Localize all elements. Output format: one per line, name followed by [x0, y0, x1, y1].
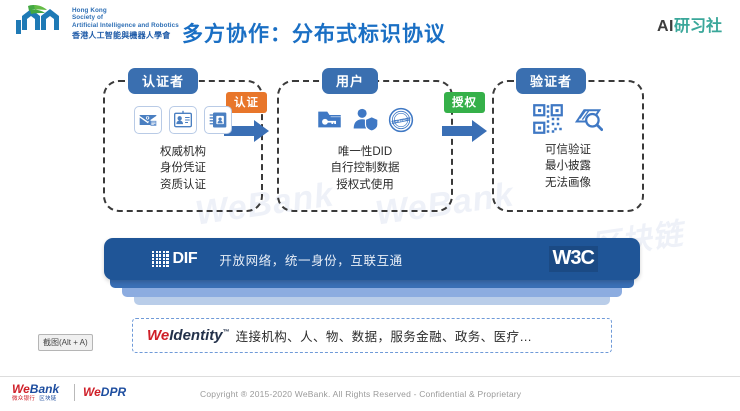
wedpr-logo-we: We: [83, 385, 101, 399]
ai-yanxishe-logo: AI研习社: [657, 12, 722, 36]
dif-logo: DIF: [152, 250, 198, 268]
panel-verifier-line-2: 最小披露: [545, 160, 591, 173]
panel-certifier-label: 认证者: [128, 68, 199, 94]
webank-wordmark: WeBank: [12, 383, 59, 395]
webank-logo-we: We: [12, 382, 30, 396]
arrow-authorize: [442, 118, 488, 149]
footer-divider: [74, 384, 75, 401]
copyright-text: Copyright ® 2015-2020 WeBank. All Rights…: [200, 389, 522, 399]
dif-wordmark: DIF: [172, 250, 198, 267]
wedpr-logo-dpr: DPR: [100, 385, 127, 399]
slide-footer: WeBank 微众银行区块链 WeDPR Copyright ® 2015-20…: [0, 376, 740, 411]
weidentity-trademark: ™: [222, 329, 230, 336]
ai-logo-cn: 研习社: [673, 18, 722, 35]
panel-verifier-line-1: 可信验证: [545, 144, 591, 156]
panel-user-line-1: 唯一性DID: [337, 146, 393, 158]
panel-user-label: 用户: [322, 68, 379, 94]
panel-verifier-icons: [492, 104, 644, 134]
weidentity-bar: WeIdentity™ 连接机构、人、物、数据，服务金融、政务、医疗…: [132, 318, 612, 353]
id-badge-icon: [169, 106, 197, 134]
hksair-en-line-3: Artificial Intelligence and Robotics: [72, 21, 179, 29]
dif-platform-bar: DIF 开放网络，统一身份，互联互通 W3C: [104, 238, 640, 280]
weidentity-tagline: 连接机构、人、物、数据，服务金融、政务、医疗…: [235, 330, 533, 344]
arrow-certify: [224, 118, 270, 149]
w3c-logo: W3C: [548, 246, 598, 272]
stack-layer-1: [110, 279, 634, 288]
svg-text:CERTIFIED: CERTIFIED: [391, 116, 411, 124]
webank-logo-bank: Bank: [29, 382, 60, 396]
panel-verifier-label: 验证者: [516, 68, 587, 94]
panel-user-line-3: 授权式使用: [336, 178, 394, 191]
panel-certifier-icons: [103, 106, 263, 134]
webank-subtitle: 微众银行区块链: [12, 396, 59, 403]
panel-certifier-line-2: 身份凭证: [160, 162, 206, 175]
stack-layer-2: [122, 288, 622, 297]
wedpr-logo: WeDPR: [83, 385, 126, 399]
mail-envelope-icon: [134, 106, 162, 134]
weidentity-logo-identity: Identity: [169, 327, 223, 344]
panel-user-line-2: 自行控制数据: [330, 162, 400, 175]
panel-certifier-line-3: 资质认证: [160, 178, 206, 191]
dif-dot-grid-icon: [152, 250, 169, 268]
panel-certifier-text: 权威机构 身份凭证 资质认证: [103, 144, 263, 193]
webank-subtitle-cn2: 区块链: [39, 396, 57, 402]
page-title: 多方协作：分布式标识协议: [182, 23, 446, 46]
card-magnifier-icon: [573, 104, 603, 134]
webank-subtitle-cn: 微众银行: [12, 396, 36, 402]
panel-user-text: 唯一性DID 自行控制数据 授权式使用: [277, 144, 453, 193]
panel-verifier-text: 可信验证 最小披露 无法画像: [492, 142, 644, 191]
ai-logo-latin: AI: [656, 18, 674, 35]
stack-layer-3: [134, 297, 610, 305]
panel-verifier-line-3: 无法画像: [545, 176, 591, 189]
weidentity-logo: WeIdentity™: [147, 327, 230, 344]
slide-header: Hong Kong Society of Artificial Intellig…: [0, 0, 740, 58]
qr-code-icon: [533, 104, 563, 134]
person-shield-icon: [352, 106, 379, 133]
hksair-en-line-1: Hong Kong: [72, 7, 107, 14]
hksair-cn-line: 香港人工智能與機器人學會: [72, 30, 171, 40]
contact-book-icon: [204, 106, 232, 134]
key-card-icon: [316, 106, 343, 133]
badge-authorize: 授权: [444, 92, 485, 113]
panel-certifier-line-1: 权威机构: [160, 146, 206, 158]
flow-diagram: 认证者: [0, 58, 740, 238]
hksair-en-line-2: Society of: [72, 14, 104, 22]
panel-user-icons: CERTIFIED: [277, 106, 453, 133]
dif-tagline: 开放网络，统一身份，互联互通: [219, 253, 403, 268]
hksair-logo: [8, 4, 70, 50]
certified-seal-icon: CERTIFIED: [388, 107, 414, 133]
hksair-wordmark: Hong Kong Society of Artificial Intellig…: [72, 7, 179, 40]
webank-logo: WeBank 微众银行区块链: [12, 383, 59, 403]
screenshot-tooltip[interactable]: 截图(Alt + A): [38, 334, 93, 351]
weidentity-logo-we: We: [147, 327, 170, 344]
badge-certify: 认证: [226, 92, 267, 113]
